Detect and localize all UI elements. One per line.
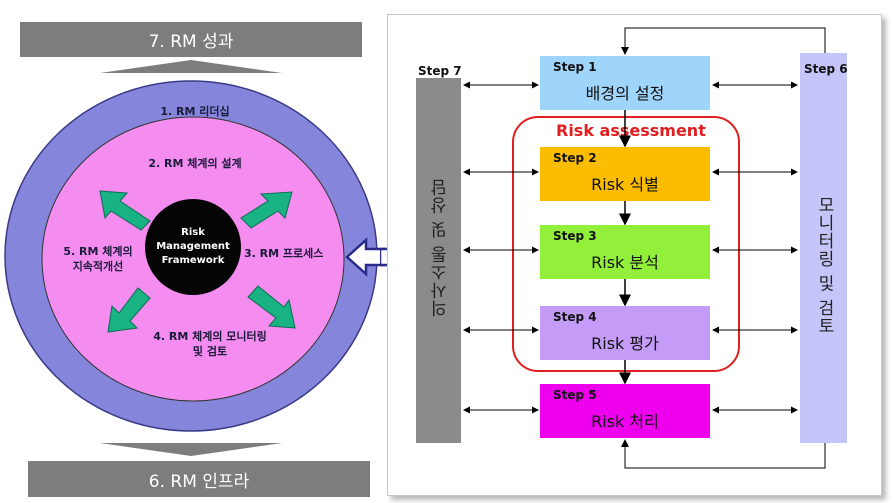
step6-name: 모니터링 및 검토 — [814, 196, 834, 335]
step6-label: Step 6 — [804, 62, 848, 76]
step2-box: Step 2 Risk 식별 — [540, 147, 710, 201]
step5-box: Step 5 Risk 처리 — [540, 384, 710, 438]
rm-infrastructure-banner: 6. RM 인프라 — [28, 461, 370, 497]
monitoring-line1: 4. RM 체계의 모니터링 — [153, 330, 267, 343]
improvement-line1: 5. RM 체계의 — [63, 245, 133, 258]
green-arrow-icon — [247, 285, 296, 329]
step6-bar — [800, 53, 847, 443]
step3-label: Step 3 — [553, 229, 597, 243]
rm-monitoring-label: 4. RM 체계의 모니터링 및 검토 — [140, 329, 280, 359]
step4-box: Step 4 Risk 평가 — [540, 306, 710, 360]
step3-name: Risk 분석 — [591, 253, 659, 272]
center-circle — [145, 199, 241, 295]
step2-label: Step 2 — [553, 151, 597, 165]
step5-name: Risk 처리 — [591, 412, 659, 431]
rm-improvement-label: 5. RM 체계의 지속적개선 — [48, 244, 148, 274]
rm-design-label: 2. RM 체계의 설계 — [148, 157, 242, 170]
center-line2: Management — [156, 241, 230, 252]
step3-box: Step 3 Risk 분석 — [540, 225, 710, 279]
risk-assessment-title: Risk assessment — [556, 121, 706, 140]
step4-label: Step 4 — [553, 310, 597, 324]
double-arrow-icon — [345, 237, 390, 277]
left-diagram-graphics — [4, 60, 390, 456]
step1-label: Step 1 — [553, 60, 597, 74]
improvement-line2: 지속적개선 — [72, 260, 124, 273]
step1-name: 배경의 설정 — [585, 84, 665, 103]
center-line1: Risk — [181, 227, 205, 238]
rm-performance-banner: 7. RM 성과 — [20, 22, 362, 57]
step1-box: Step 1 배경의 설정 — [540, 56, 710, 110]
center-line3: Framework — [161, 255, 225, 266]
green-arrow-icon — [99, 190, 151, 231]
rm-process-label: 3. RM 프로세스 — [244, 247, 324, 260]
up-triangle-icon — [100, 60, 282, 73]
monitoring-line2: 및 검토 — [192, 345, 228, 358]
down-triangle-icon — [100, 443, 282, 456]
green-arrow-icon — [240, 191, 293, 229]
risk-assessment-frame — [512, 116, 740, 372]
center-framework-label: Risk Management Framework — [149, 226, 237, 268]
step7-bar — [416, 78, 461, 443]
step4-name: Risk 평가 — [591, 334, 659, 353]
green-arrow-icon — [107, 287, 151, 333]
step5-label: Step 5 — [553, 388, 597, 402]
step7-label: Step 7 — [418, 64, 462, 78]
step2-name: Risk 식별 — [591, 175, 659, 194]
rm-leadership-label: 1. RM 리더십 — [160, 105, 230, 118]
